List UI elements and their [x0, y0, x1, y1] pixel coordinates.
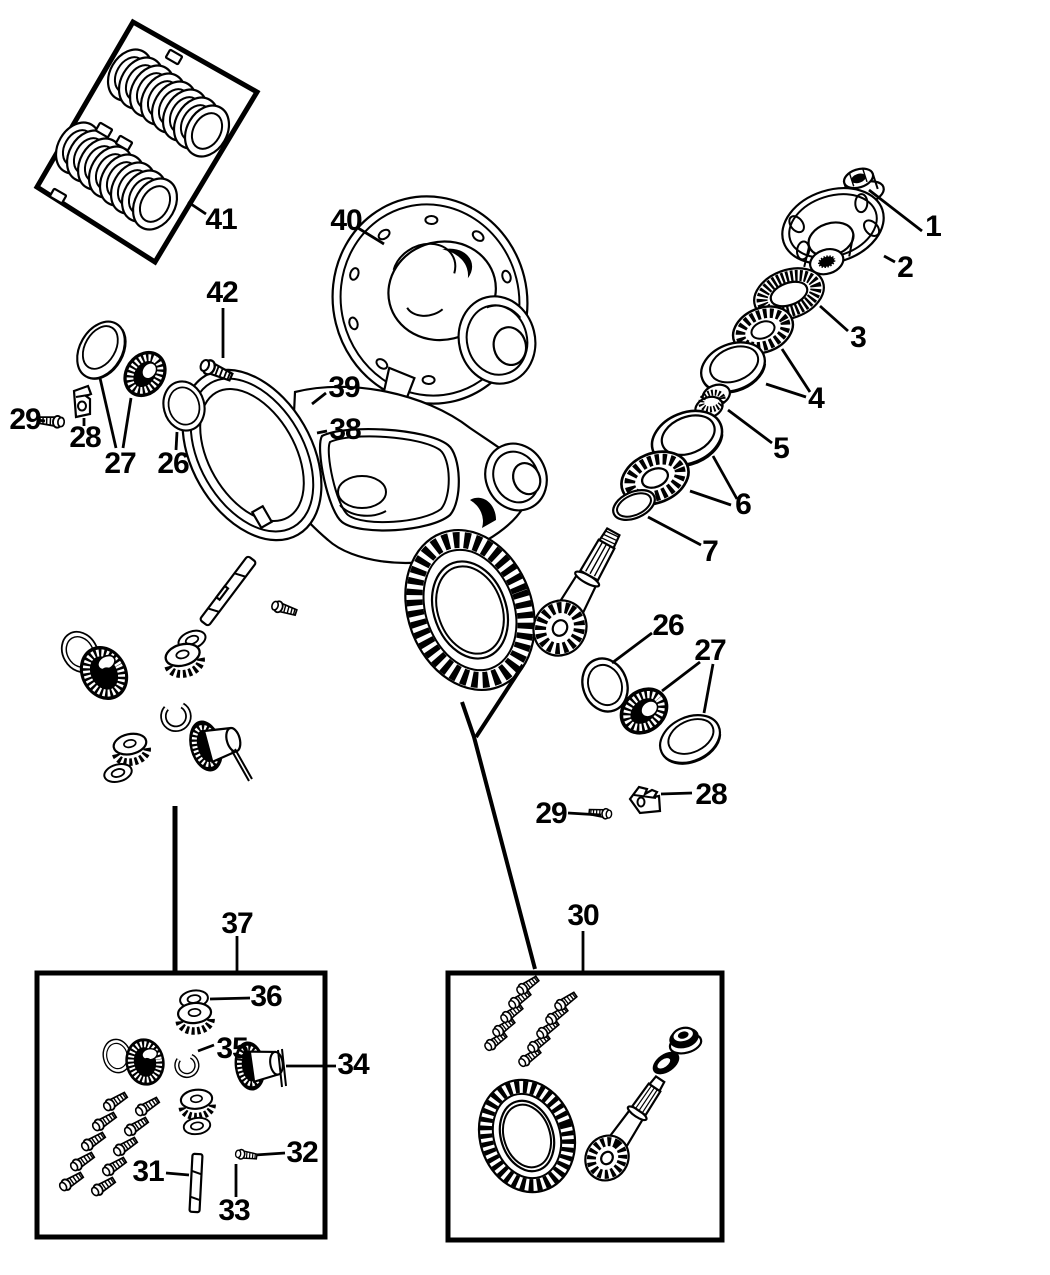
differential-case-open — [181, 368, 548, 565]
callout-33: 33 — [218, 1194, 250, 1227]
differential-case-bearing-hub — [457, 295, 537, 385]
ring-gear-pinion-kit-box — [445, 970, 725, 1243]
bearing-retainer-bracket-left — [72, 384, 93, 419]
callout-2: 2 — [897, 251, 914, 284]
side-gear-hub — [184, 712, 246, 775]
callout-27-right: 27 — [694, 634, 726, 667]
kit-side-gear-clutch — [122, 1035, 169, 1089]
kit-cross-shaft-31 — [188, 1152, 204, 1214]
kit-snap-ring-35 — [175, 1054, 200, 1078]
case-hub — [484, 442, 548, 512]
kit-bolt-32 — [234, 1148, 259, 1162]
pinion-mate-cross-shaft — [199, 555, 257, 627]
callout-28-left: 28 — [69, 421, 101, 454]
callout-4: 4 — [808, 382, 825, 415]
leader-lines — [36, 188, 923, 1197]
callout-27-left: 27 — [104, 447, 136, 480]
callout-6: 6 — [735, 488, 752, 521]
callout-1: 1 — [925, 210, 942, 243]
kit-spacer — [652, 1051, 680, 1075]
callout-26-left: 26 — [157, 447, 189, 480]
callout-7: 7 — [702, 535, 719, 568]
clutch-disc-tabs — [48, 48, 184, 205]
pinion-flange — [781, 187, 885, 276]
bearing-retainer-bracket-right — [628, 785, 662, 815]
callout-3: 3 — [850, 321, 867, 354]
callout-41: 41 — [205, 203, 237, 236]
callout-32: 32 — [286, 1136, 318, 1169]
kit-pinion-gear — [177, 1002, 212, 1033]
callout-29-left: 29 — [9, 403, 41, 436]
callout-5: 5 — [773, 432, 790, 465]
clutch-disc-kit-box — [33, 18, 261, 266]
callout-36: 36 — [250, 980, 282, 1013]
shim-edge — [231, 748, 253, 782]
pinion-gear-shaft — [532, 526, 621, 657]
differential-internals — [53, 555, 299, 786]
snap-ring — [161, 703, 191, 731]
kit-shim-edge-34 — [277, 1048, 287, 1088]
kit-ring-gear — [477, 1078, 577, 1194]
callout-31: 31 — [132, 1155, 164, 1188]
internal-gear-kit-box — [34, 970, 328, 1240]
callout-35: 35 — [216, 1032, 248, 1065]
callout-37: 37 — [221, 907, 253, 940]
cross-shaft-bolt — [269, 598, 299, 619]
callout-28-right: 28 — [695, 778, 727, 811]
callout-29-right: 29 — [535, 797, 567, 830]
kit-pinion-gear-2 — [180, 1088, 214, 1118]
callout-30: 30 — [567, 899, 599, 932]
callout-26-right: 26 — [652, 609, 684, 642]
callout-34: 34 — [337, 1048, 369, 1081]
callout-38: 38 — [329, 413, 361, 446]
pinion-mate-gear-2 — [112, 731, 150, 765]
kit-pinion-nut — [668, 1026, 703, 1055]
pinion-shim — [612, 489, 656, 521]
kit-washer-2 — [181, 1115, 213, 1137]
kit-pinion-gear-shaft — [584, 1074, 666, 1182]
callout-39: 39 — [328, 371, 360, 404]
kit-ring-gear-bolts — [481, 973, 580, 1070]
ring-gear — [404, 528, 536, 692]
pinion-gear-washer-2 — [101, 760, 135, 786]
callout-40: 40 — [330, 204, 362, 237]
callout-42: 42 — [206, 276, 238, 309]
